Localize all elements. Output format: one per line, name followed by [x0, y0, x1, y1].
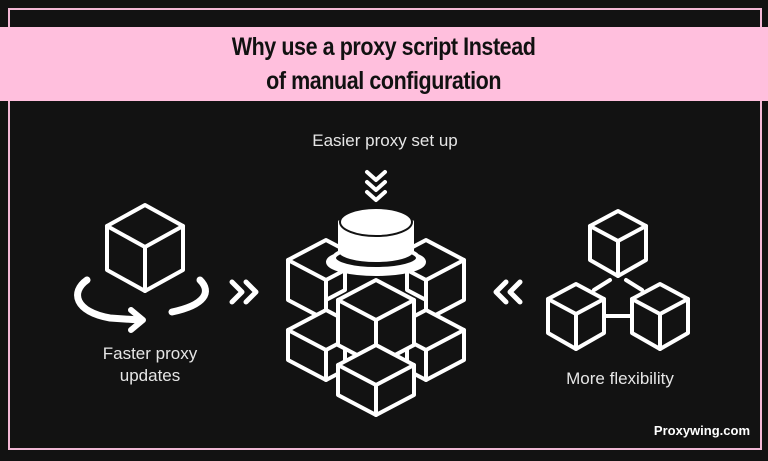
label-faster-updates: Faster proxy updates — [60, 343, 240, 387]
label-more-flexibility: More flexibility — [566, 369, 674, 388]
central-cube-cluster-icon — [286, 207, 466, 417]
brand-label: Proxywing.com — [653, 423, 750, 438]
title-banner: Why use a proxy script Instead of manual… — [0, 27, 768, 101]
border-frame — [8, 8, 762, 450]
chevron-double-down-icon — [365, 170, 387, 202]
connected-cubes-icon — [546, 209, 690, 351]
chevron-double-left-icon — [493, 279, 523, 305]
label-easier-setup: Easier proxy set up — [312, 131, 458, 150]
rotating-cube-icon — [74, 203, 209, 333]
label-faster-line2: updates — [119, 366, 181, 385]
title-line-1: Why use a proxy script Instead — [232, 33, 536, 61]
title-line-2: of manual configuration — [266, 67, 502, 95]
label-faster-line1: Faster proxy — [102, 344, 198, 363]
chevron-double-right-icon — [229, 279, 259, 305]
